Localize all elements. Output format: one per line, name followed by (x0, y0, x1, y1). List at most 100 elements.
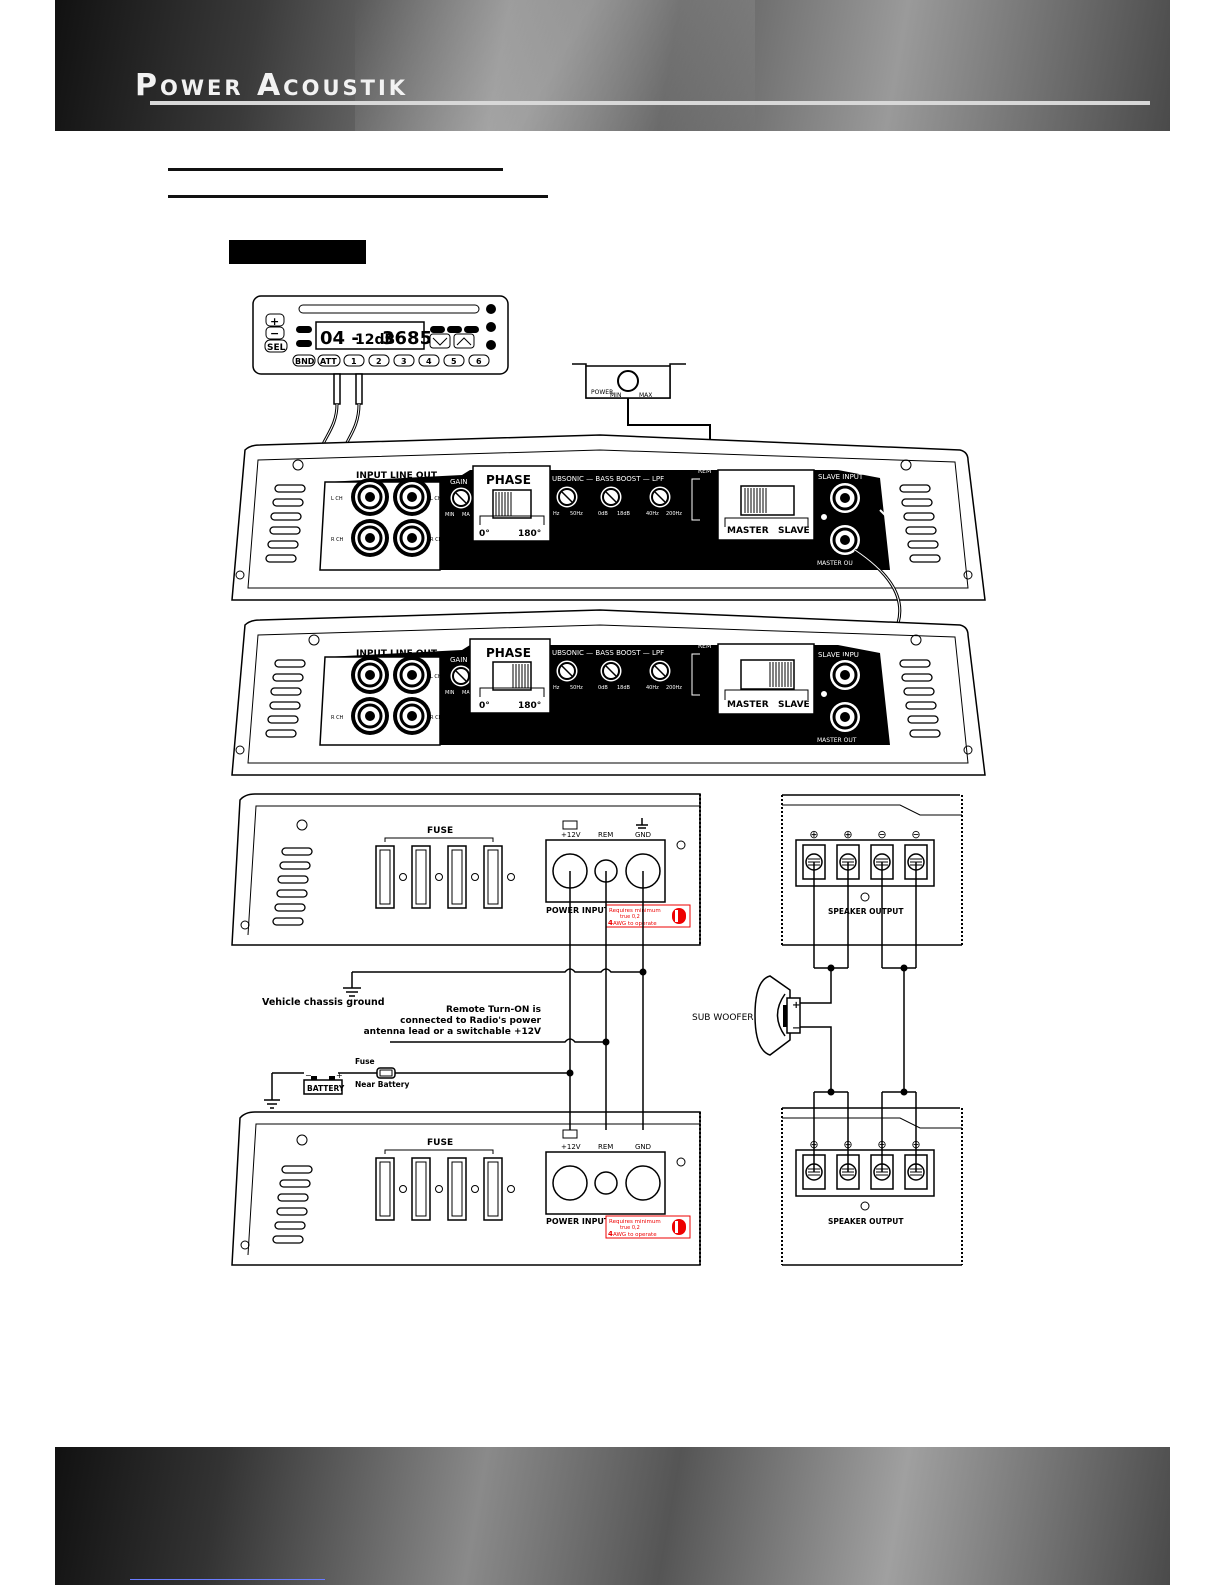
head-unit-knob-dot[interactable] (486, 340, 496, 350)
remote-min-label: MIN (610, 392, 621, 399)
fuse-label: FUSE (427, 826, 453, 836)
preset-button-6[interactable]: 6 (468, 354, 490, 367)
remote-turn-on-line-2: connected to Radio's power (400, 1016, 541, 1026)
gain-max-label: MA (462, 512, 470, 518)
tick-label: 50Hz (570, 685, 583, 691)
master-slave-toggle[interactable] (740, 485, 795, 516)
remote-turn-on-line-1: Remote Turn-ON is (446, 1005, 541, 1015)
chevron-up-icon (456, 337, 472, 346)
master-label: MASTER (727, 526, 769, 536)
preset-button-2[interactable]: 2 (368, 354, 390, 367)
controls-label: UBSONIC — BASS BOOST — LPF (552, 475, 664, 483)
head-unit-knob-dot[interactable] (486, 322, 496, 332)
bnd-button-label: BND (295, 357, 315, 366)
phase-0-label: 0° (479, 529, 490, 539)
master-slave-switch-box (717, 469, 815, 541)
ground-icon (636, 818, 648, 829)
remote-bass-controller: POWER MIN MAX (572, 363, 711, 470)
down-arrow-button[interactable] (429, 333, 451, 349)
preset-button-3[interactable]: 3 (393, 354, 415, 367)
tick-label: 200Hz (666, 685, 682, 691)
plus12v-label-2: +12V (561, 1143, 581, 1151)
gauge-note-line-1-2: Requires minimum (609, 1219, 661, 1225)
inline-fuse (376, 1067, 396, 1079)
up-arrow-button[interactable] (453, 333, 475, 349)
minus-button[interactable] (265, 326, 285, 340)
tick-label: 18dB (617, 685, 631, 691)
preset-label: 1 (351, 357, 357, 366)
chevron-down-icon (432, 337, 448, 346)
plus-button[interactable] (265, 313, 285, 327)
head-unit-button-small[interactable] (464, 326, 479, 333)
gnd-terminal-label-2: GND (635, 1143, 651, 1151)
master-slave-toggle-2[interactable] (740, 659, 795, 690)
att-button[interactable] (317, 354, 341, 367)
preset-label: 2 (376, 357, 382, 366)
rch-label-2-out: R CH (430, 715, 443, 721)
rch-label-out: R CH (430, 537, 443, 543)
battery-plus-label: + (336, 1071, 343, 1080)
speaker-panel-2: SPEAKER OUTPUT ⊕⊕⊖⊖ (781, 1107, 963, 1266)
tick-label: 50Hz (570, 511, 583, 517)
bnd-button[interactable] (292, 354, 316, 367)
gain-knob-2[interactable] (450, 665, 472, 687)
input-label: INPUT (356, 471, 388, 481)
tick-label: 200Hz (666, 511, 682, 517)
head-unit-button-small[interactable] (430, 326, 445, 333)
tick-label: Hz (553, 511, 560, 517)
power-wiring (264, 871, 644, 1130)
sub-plus-label: + (792, 1000, 800, 1011)
remote-turn-on-line-3: antenna lead or a switchable +12V (364, 1027, 541, 1037)
rch-label-2: R CH (331, 715, 344, 721)
head-unit-display-db: 12dB (355, 332, 395, 348)
polarity-sign: ⊖ (877, 828, 886, 841)
subsonic-knob-2[interactable] (556, 660, 578, 682)
slave-label: SLAVE (778, 526, 810, 536)
master-out-label-2: MASTER OUT (817, 737, 857, 744)
battery-minus-label: − (305, 1071, 312, 1080)
power-input-label: POWER INPUT (546, 906, 610, 915)
sub-woofer-label: SUB WOOFER (692, 1013, 754, 1023)
bass-boost-knob[interactable] (600, 486, 622, 508)
remote-level-knob[interactable] (617, 370, 639, 392)
preset-label: 6 (476, 357, 482, 366)
subsonic-knob[interactable] (556, 486, 578, 508)
sub-woofer: + − SUB WOOFER (692, 975, 801, 1056)
preset-button-5[interactable]: 5 (443, 354, 465, 367)
tick-label: Hz (553, 685, 560, 691)
lpf-knob-2[interactable] (649, 660, 671, 682)
bass-boost-knob-2[interactable] (600, 660, 622, 682)
sub-minus-label: − (792, 1023, 800, 1034)
battery-label: BATTERY (307, 1084, 345, 1093)
lpf-knob[interactable] (649, 486, 671, 508)
slave-label-2: SLAVE (778, 700, 810, 710)
gain-knob[interactable] (450, 487, 472, 509)
head-unit-knob-dot[interactable] (486, 304, 496, 314)
head-unit-button-small[interactable] (447, 326, 462, 333)
rch-label: R CH (331, 537, 344, 543)
rem-label: REM (698, 468, 711, 475)
preset-button-4[interactable]: 4 (418, 354, 440, 367)
slave-input-label: SLAVE INPUT (818, 473, 864, 481)
amp-slave-panel: INPUT LINE OUT L CH R CH R CH GAIN MIN M… (231, 609, 986, 776)
phase-0-label-2: 0° (479, 701, 490, 711)
line-out-label: LINE OUT (390, 471, 438, 481)
gain-label-2: GAIN (450, 656, 468, 664)
preset-button-1[interactable]: 1 (343, 354, 365, 367)
speaker-output-label: SPEAKER OUTPUT (828, 907, 904, 916)
sel-button[interactable] (264, 339, 288, 353)
gauge-note-line-3: AWG to operate (613, 921, 657, 927)
gauge-note-line-2-2: true 0,2 (620, 1225, 640, 1231)
input-label-2: INPUT (356, 649, 388, 659)
gain-label: GAIN (450, 478, 468, 486)
phase-180-label-2: 180° (518, 701, 541, 711)
head-unit-button-small[interactable] (296, 326, 312, 333)
head-unit-button-small[interactable] (296, 340, 312, 347)
phase-label-2: PHASE (486, 646, 531, 660)
gain-max-label-2: MA (462, 690, 470, 696)
plus-button-label: + (270, 315, 279, 328)
